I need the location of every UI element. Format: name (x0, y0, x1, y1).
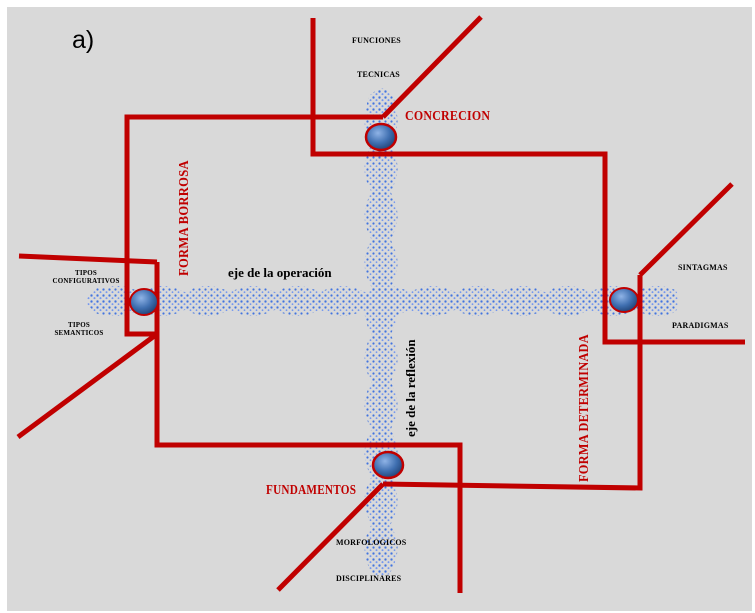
braid-tubes (87, 88, 678, 577)
left-term-1: TIPOS CONFIGURATIVOS (52, 269, 120, 285)
node-left (129, 288, 159, 316)
right-term-1: SINTAGMAS (678, 263, 728, 272)
node-bottom (371, 450, 405, 480)
left-term-2: TIPOS SEMANTICOS (54, 321, 104, 337)
braid-vertical-strand-b (364, 88, 398, 577)
form-label-right: FORMA DETERMINADA (577, 334, 592, 482)
node-label-top: CONCRECION (405, 109, 491, 124)
red-frame-lines (16, 15, 745, 593)
braid-end-2 (367, 90, 395, 118)
braid-end-0 (89, 287, 117, 315)
node-right (609, 287, 639, 313)
right-rectangle (310, 18, 745, 345)
node-top (364, 122, 398, 152)
right-term-2: PARADIGMAS (672, 321, 729, 330)
axis-label-vertical: eje de la reflexión (403, 339, 418, 437)
bottom-right-line (382, 275, 643, 491)
bottom-term-2: DISCIPLINARES (336, 574, 402, 583)
braid-end-3 (367, 546, 395, 574)
node-label-bottom: FUNDAMENTOS (266, 483, 357, 498)
top-term-2: TECNICAS (357, 70, 400, 79)
top-term-1: FUNCIONES (352, 36, 401, 45)
braid-end-1 (646, 287, 674, 315)
axis-label-horizontal: eje de la operación (228, 265, 332, 280)
diagonal-bottom (276, 482, 385, 592)
form-label-left: FORMA BORROSA (177, 160, 192, 276)
diagonal-right (638, 182, 734, 277)
left-arm-line (18, 253, 158, 265)
panel-label: a) (72, 26, 95, 54)
diagonal-left (16, 331, 159, 440)
nodes (129, 122, 639, 480)
diagonal-top (381, 15, 483, 119)
bottom-term-1: MORFOLOGICOS (336, 538, 407, 547)
